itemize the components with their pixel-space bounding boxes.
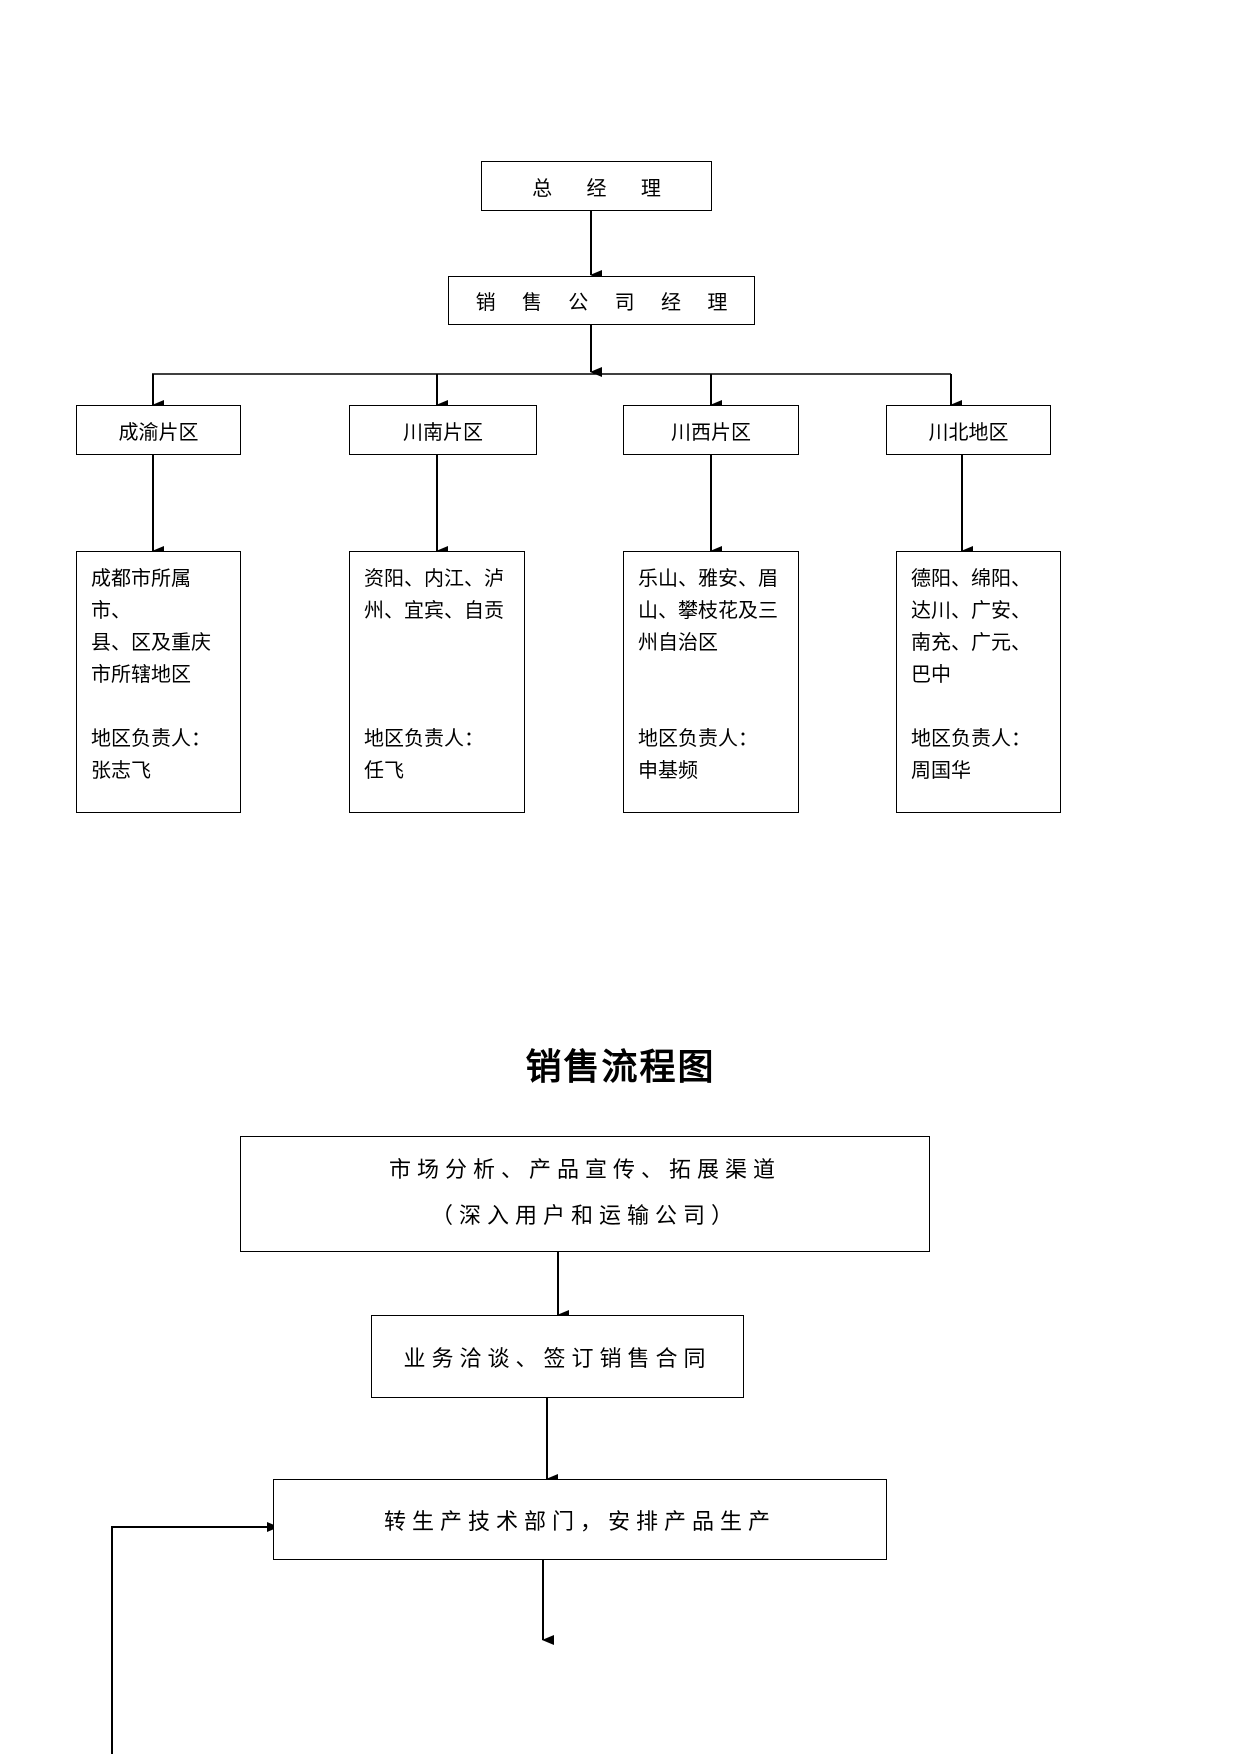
region-1-area-line: 成都市所属市、 [91, 566, 191, 622]
region-box-2: 川南片区 [349, 405, 537, 455]
flow-step-1-main: 市场分析、产品宣传、拓展渠道 [388, 1158, 781, 1183]
region-detail-4: 德阳、绵阳、 达川、广安、 南充、广元、 巴中 地区负责人： 周国华 [896, 551, 1061, 813]
region-4-area-line: 巴中 [911, 662, 951, 686]
region-1-area-line: 市所辖地区 [91, 662, 191, 686]
region-2-head-name: 任飞 [364, 758, 404, 782]
flow-title: 销售流程图 [525, 1046, 716, 1088]
region-box-1: 成渝片区 [76, 405, 241, 455]
flow-step-1-sub: （深入用户和运输公司） [430, 1204, 739, 1229]
region-4-head-label: 地区负责人： [911, 726, 1031, 750]
feedback-loop-arrow [111, 1522, 279, 1754]
region-1-area-line: 县、区及重庆 [91, 630, 211, 654]
general-manager-label: 总 经 理 [532, 175, 675, 200]
region-2-head-label: 地区负责人： [364, 726, 484, 750]
region-4-area-line: 达川、广安、 [911, 598, 1031, 622]
region-2-area-line: 资阳、内江、泸 [364, 566, 504, 590]
region-box-3: 川西片区 [623, 405, 799, 455]
region-detail-2: 资阳、内江、泸 州、宜宾、自贡 地区负责人： 任飞 [349, 551, 525, 813]
region-4-area-line: 德阳、绵阳、 [911, 566, 1031, 590]
region-detail-3: 乐山、雅安、眉 山、攀枝花及三 州自治区 地区负责人： 申基频 [623, 551, 799, 813]
region-1-head-label: 地区负责人： [91, 726, 211, 750]
region-1-head-name: 张志飞 [91, 758, 151, 782]
region-detail-1: 成都市所属市、 县、区及重庆 市所辖地区 地区负责人： 张志飞 [76, 551, 241, 813]
region-box-4: 川北地区 [886, 405, 1051, 455]
region-name-1: 成渝片区 [118, 419, 199, 444]
region-name-4: 川北地区 [928, 419, 1009, 444]
region-3-area-line: 乐山、雅安、眉 [638, 566, 778, 590]
region-3-head-label: 地区负责人： [638, 726, 758, 750]
sales-manager-box: 销 售 公 司 经 理 [448, 276, 755, 325]
flow-step-2: 业务洽谈、签订销售合同 [371, 1315, 744, 1398]
region-name-2: 川南片区 [403, 419, 483, 444]
region-3-area-line: 州自治区 [638, 630, 718, 654]
region-3-head-name: 申基频 [638, 758, 698, 782]
region-name-3: 川西片区 [671, 419, 751, 444]
flow-step-3: 转生产技术部门，安排产品生产 [273, 1479, 887, 1560]
general-manager-box: 总 经 理 [481, 161, 712, 211]
flow-step-2-label: 业务洽谈、签订销售合同 [403, 1346, 712, 1372]
region-3-area-line: 山、攀枝花及三 [638, 598, 778, 622]
sales-manager-label: 销 售 公 司 经 理 [475, 290, 738, 314]
region-2-area-line: 州、宜宾、自贡 [364, 598, 504, 622]
region-4-area-line: 南充、广元、 [911, 630, 1031, 654]
flow-step-3-label: 转生产技术部门，安排产品生产 [383, 1509, 776, 1535]
region-4-head-name: 周国华 [911, 758, 971, 782]
flow-step-1: 市场分析、产品宣传、拓展渠道 （深入用户和运输公司） [240, 1136, 930, 1252]
